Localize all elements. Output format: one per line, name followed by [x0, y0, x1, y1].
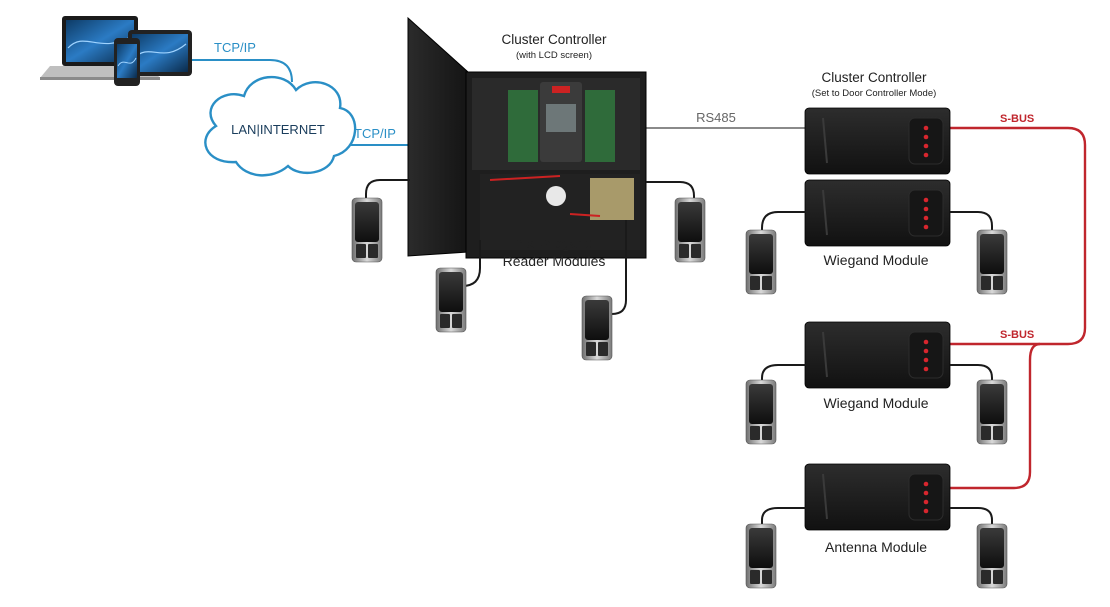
card-reader-icon — [745, 379, 777, 445]
wiegand-module-1-label: Wiegand Module — [823, 252, 928, 268]
card-reader-icon — [351, 197, 383, 263]
rs485-label: RS485 — [696, 110, 736, 125]
cloud-icon — [204, 75, 357, 177]
cluster-left-subtitle: (with LCD screen) — [516, 50, 592, 61]
antenna-module-box — [804, 463, 951, 531]
sbus-label-1: S-BUS — [1000, 113, 1034, 125]
cluster-controller-cabinet — [407, 16, 647, 259]
card-reader-icon — [745, 523, 777, 589]
card-reader-icon — [976, 229, 1008, 295]
cluster-left-title: Cluster Controller — [501, 32, 607, 47]
tcpip-link-top — [190, 59, 293, 83]
card-reader-icon — [976, 523, 1008, 589]
sbus-link-1 — [950, 126, 1087, 346]
card-reader-icon — [435, 267, 467, 333]
sbus-label-2: S-BUS — [1000, 329, 1034, 341]
wiegand-readers-label-2: Reader Modules — [503, 253, 606, 269]
card-reader-icon — [581, 295, 613, 361]
cloud-label: LAN|INTERNET — [231, 122, 325, 137]
cluster-right-subtitle: (Set to Door Controller Mode) — [812, 88, 937, 99]
antenna-module-label: Antenna Module — [825, 539, 927, 555]
sbus-link-2 — [950, 342, 1041, 490]
cluster-right-title: Cluster Controller — [821, 70, 927, 85]
wiegand-module-box — [804, 179, 951, 247]
cluster-controller-door-mode — [804, 107, 951, 175]
phone-icon — [114, 38, 140, 86]
card-reader-icon — [674, 197, 706, 263]
tcpip-right-label: TCP/IP — [354, 126, 396, 141]
tcpip-top-label: TCP/IP — [214, 40, 256, 55]
wiegand-module-box — [804, 321, 951, 389]
wiegand-module-2-label: Wiegand Module — [823, 395, 928, 411]
card-reader-icon — [745, 229, 777, 295]
wiegand-readers-label-1: 2 x Wiegand — [515, 235, 593, 251]
card-reader-icon — [976, 379, 1008, 445]
tablet-icon — [128, 30, 192, 76]
